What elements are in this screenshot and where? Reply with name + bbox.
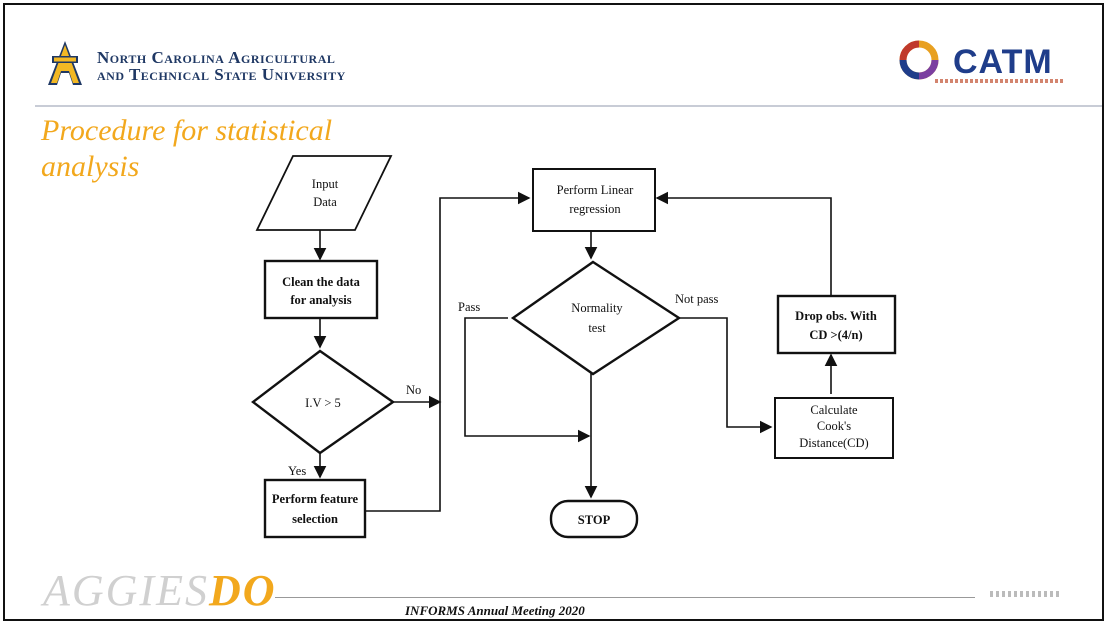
node-feature-selection-line1: Perform feature (272, 492, 359, 506)
node-clean-data-line2: for analysis (290, 293, 351, 307)
label-not-pass: Not pass (675, 292, 719, 306)
node-iv-decision (251, 349, 396, 455)
slide-title: Procedure for statistical analysis (41, 114, 333, 183)
node-linear-regression-line1: Perform Linear (557, 183, 635, 197)
catm-logo-text: CATM (953, 43, 1053, 81)
aggies-do-brand-part1: AGGIES (43, 566, 209, 615)
node-feature-selection-line2: selection (292, 512, 338, 526)
node-normality-test (510, 260, 682, 376)
edge-pass (464, 317, 591, 443)
node-drop-observations-line1: Drop obs. With (795, 309, 877, 323)
university-name: North Carolina Agricultural and Technica… (97, 49, 346, 83)
node-feature-selection (263, 478, 367, 539)
edge-feature-regression (355, 191, 531, 512)
node-cooks-distance-line3: Distance(CD) (799, 436, 868, 450)
node-linear-regression (532, 168, 656, 232)
node-normality-test-line2: test (588, 321, 606, 335)
footer-page-marker (990, 591, 1060, 597)
edge-drop-regression (655, 191, 832, 295)
footer-meeting-name: INFORMS Annual Meeting 2020 (405, 603, 585, 618)
header-divider (35, 105, 1102, 107)
flowchart: Input Data Clean the data for analysis I… (251, 155, 897, 539)
node-iv-decision-label: I.V > 5 (305, 396, 341, 410)
slide: North Carolina Agricultural and Technica… (3, 3, 1104, 621)
label-yes: Yes (288, 464, 306, 478)
node-input-data-line1: Input (312, 177, 339, 191)
label-pass: Pass (458, 300, 480, 314)
edge-not-pass (675, 317, 773, 434)
node-stop (549, 499, 639, 539)
catm-tagline-decoration (935, 79, 1063, 83)
aggies-do-brand-part2: DO (208, 566, 277, 615)
university-name-line2: and Technical State University (97, 65, 346, 84)
node-clean-data (263, 259, 379, 320)
node-input-data-line2: Data (313, 195, 337, 209)
node-stop-label: STOP (578, 513, 611, 527)
catm-swirl-icon (899, 40, 939, 80)
label-no: No (406, 383, 421, 397)
node-cooks-distance-line1: Calculate (810, 403, 858, 417)
node-drop-observations-line2: CD >(4/n) (809, 328, 862, 342)
node-cooks-distance (774, 397, 894, 459)
node-cooks-distance-line2: Cook's (817, 419, 851, 433)
node-linear-regression-line2: regression (569, 202, 621, 216)
node-drop-observations (776, 294, 897, 355)
aggie-logo-icon (48, 41, 82, 85)
node-clean-data-line1: Clean the data (282, 275, 361, 289)
aggies-do-brand: AGGIESDO (43, 565, 277, 616)
node-input-data (255, 155, 393, 231)
node-normality-test-line1: Normality (571, 301, 623, 315)
university-name-line1: North Carolina Agricultural (97, 48, 336, 67)
footer-divider (275, 597, 975, 598)
